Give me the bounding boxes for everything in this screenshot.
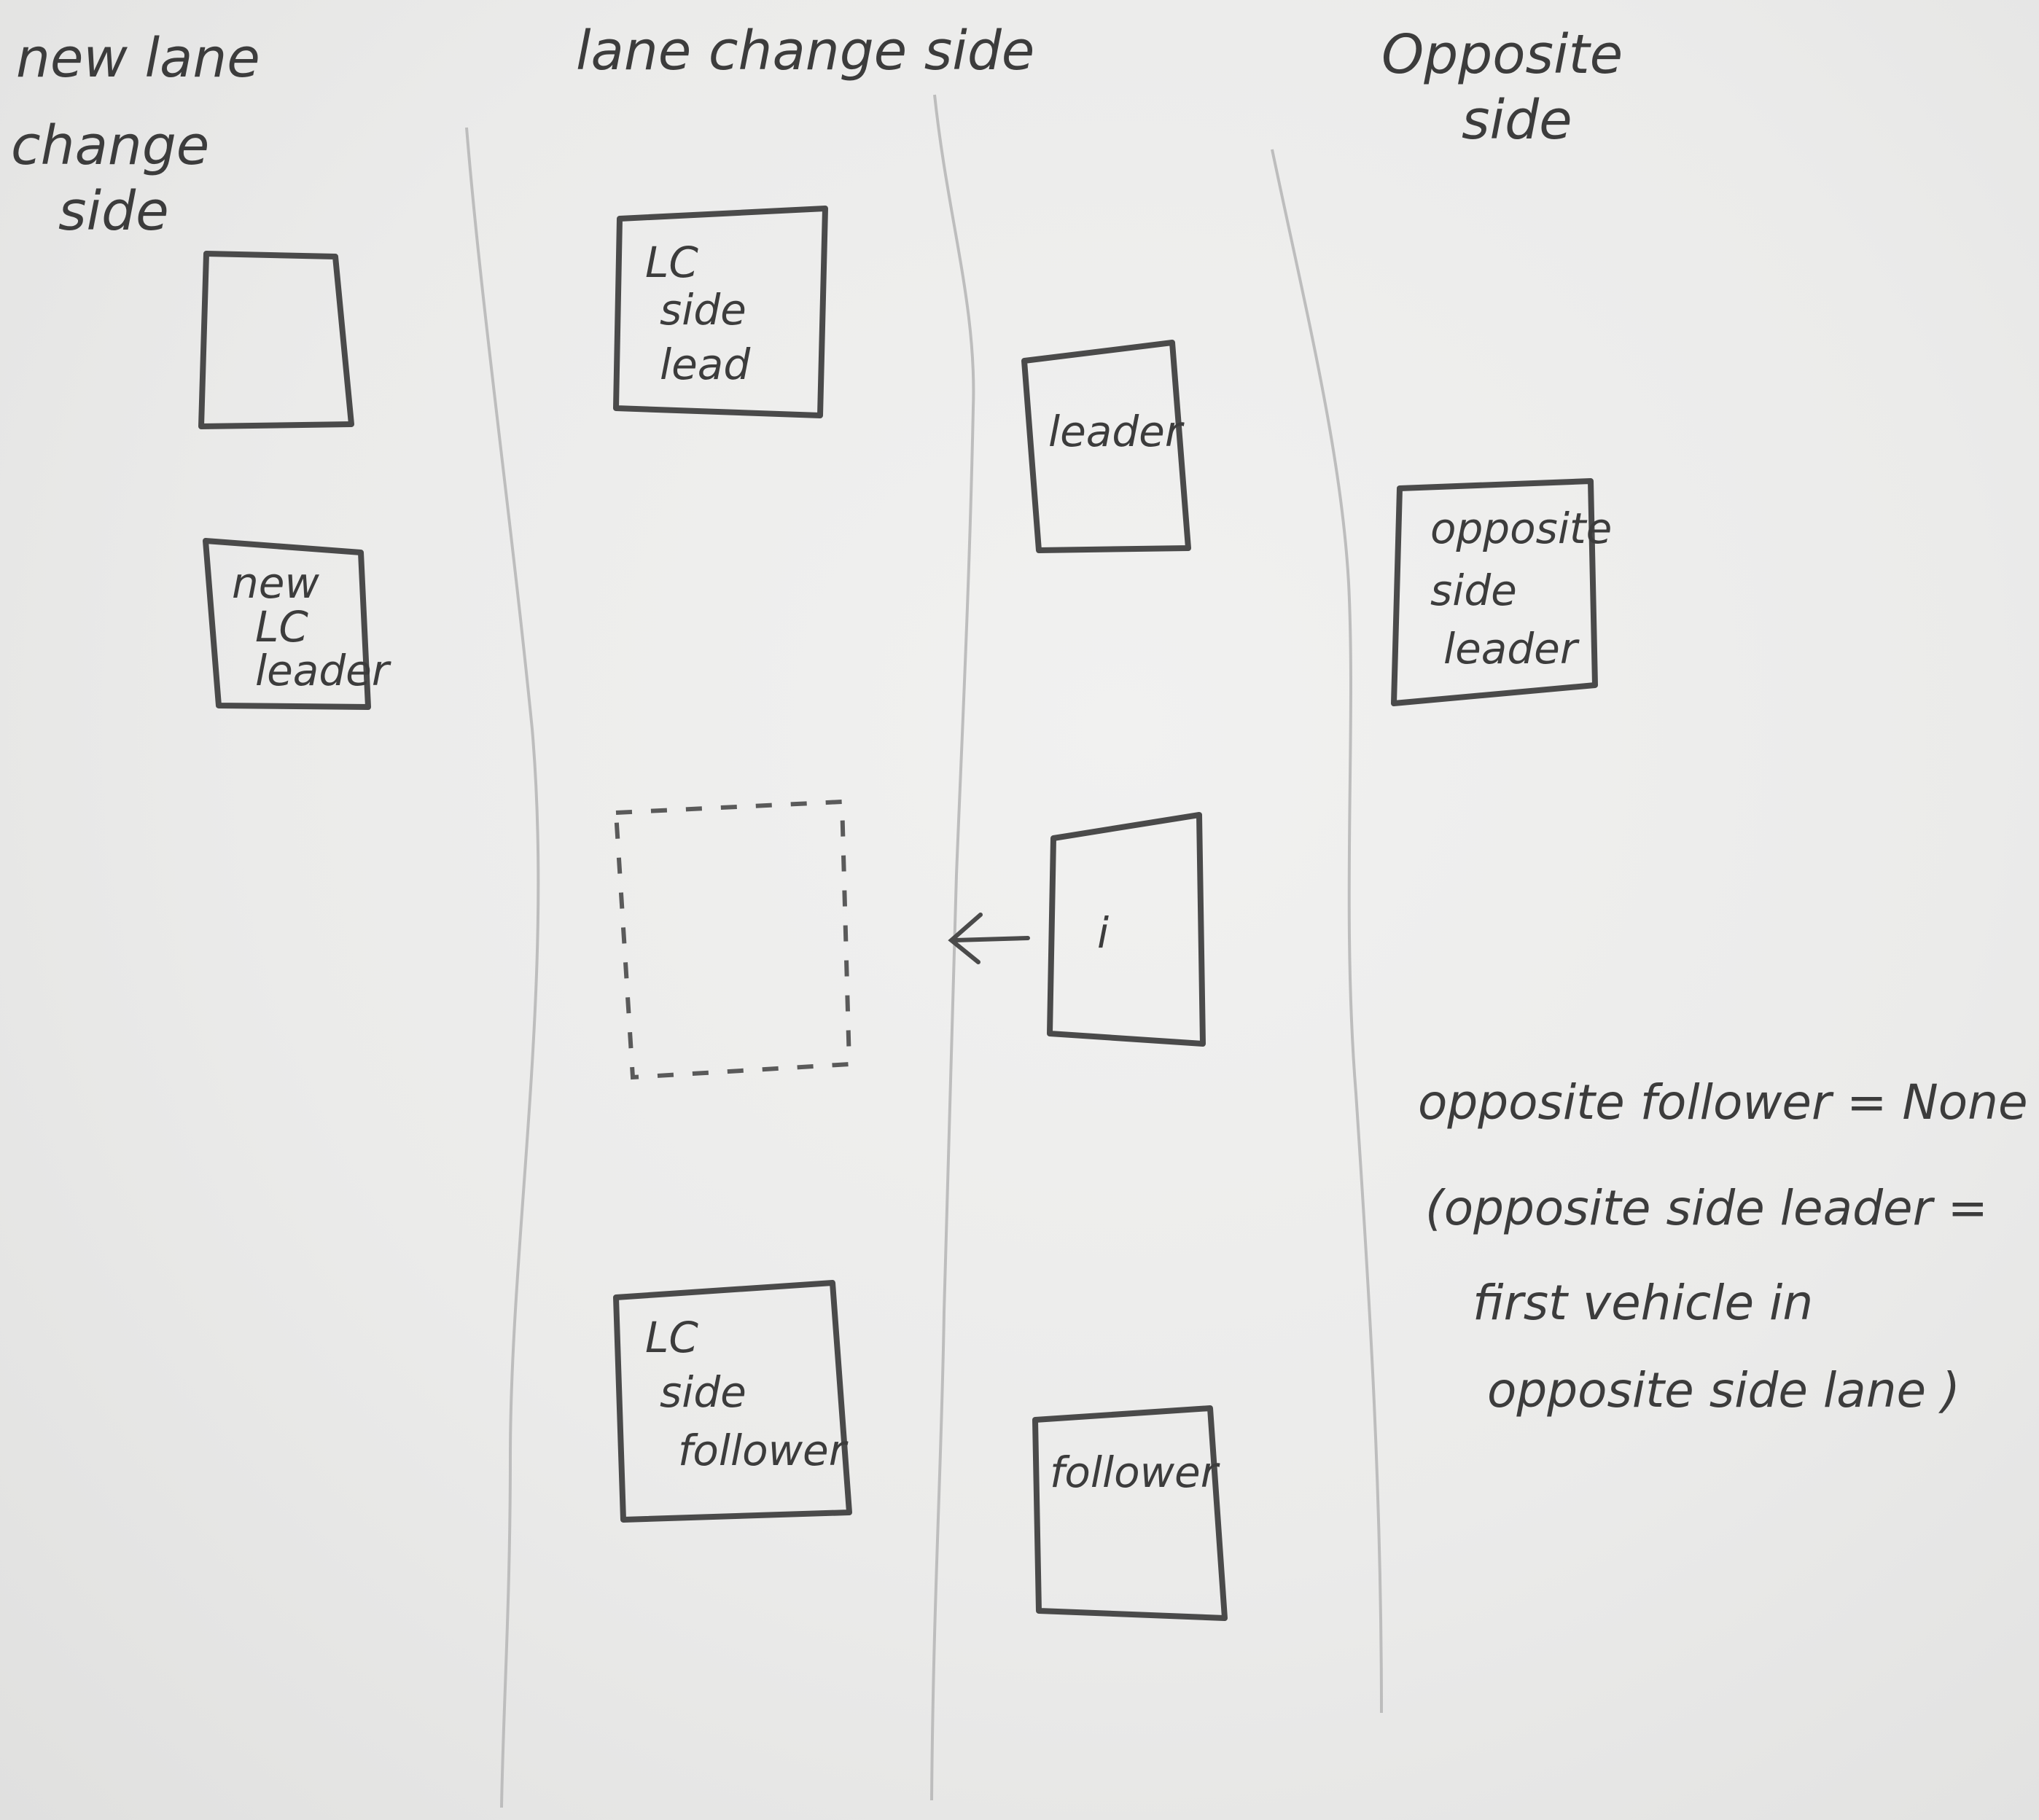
arrow-head bbox=[948, 913, 983, 964]
lane-boundary-left bbox=[465, 127, 540, 1808]
ego-label: i bbox=[1097, 908, 1109, 958]
header-new-lc-side-line-2: change bbox=[11, 114, 209, 177]
header-opposite-side: Opposite side bbox=[1381, 23, 1623, 152]
leader-box bbox=[1021, 340, 1191, 553]
follower-vehicle: follower bbox=[1032, 1405, 1228, 1621]
opposite-side-leader-label-2: side bbox=[1430, 566, 1517, 615]
opposite-side-leader-box bbox=[1391, 478, 1598, 706]
lc-side-follower-label-1: LC bbox=[645, 1313, 698, 1362]
leader-vehicle: leader bbox=[1021, 340, 1191, 553]
lc-side-lead-label-2: side bbox=[660, 285, 746, 335]
ghost-target-slot bbox=[613, 799, 852, 1080]
note-opposite-follower: opposite follower = None (opposite side … bbox=[1418, 1074, 2028, 1418]
lc-side-lead-label-3: lead bbox=[660, 340, 751, 389]
new-lc-leader-label-3: leader bbox=[255, 646, 391, 695]
header-opposite-side-line-1: Opposite bbox=[1381, 23, 1623, 86]
arrow-shaft bbox=[953, 936, 1030, 942]
opposite-side-leader-vehicle: opposite side leader bbox=[1391, 478, 1612, 706]
header-new-lc-side-line-1: new lane bbox=[16, 27, 260, 90]
note-line-2: (opposite side leader = bbox=[1425, 1180, 1988, 1236]
header-new-lc-side-line-3: side bbox=[58, 180, 169, 243]
lane-boundary-middle bbox=[930, 94, 975, 1801]
new-lc-leader-label-1: new bbox=[232, 558, 319, 608]
lc-side-lead-label-1: LC bbox=[645, 238, 698, 287]
ego-box bbox=[1047, 812, 1206, 1047]
new-lc-leader-box bbox=[203, 538, 371, 710]
note-line-1: opposite follower = None bbox=[1418, 1074, 2028, 1130]
header-lane-change-side: lane change side bbox=[576, 20, 1034, 82]
lc-side-follower-label-2: side bbox=[660, 1367, 746, 1417]
opposite-side-leader-label-1: opposite bbox=[1430, 504, 1612, 553]
lane-boundary-right bbox=[1271, 149, 1383, 1714]
ego-vehicle: i bbox=[1047, 812, 1206, 1047]
new-lc-side-top-vehicle bbox=[198, 251, 354, 429]
lc-side-follower-label-3: follower bbox=[678, 1426, 849, 1475]
opposite-side-leader-label-3: leader bbox=[1443, 624, 1580, 673]
lc-side-lead-box bbox=[613, 206, 828, 418]
new-lc-leader-label-2: LC bbox=[255, 602, 308, 652]
lc-side-follower-vehicle: LC side follower bbox=[613, 1280, 852, 1523]
note-line-3: first vehicle in bbox=[1473, 1275, 1813, 1331]
follower-label: follower bbox=[1050, 1448, 1220, 1497]
note-line-4: opposite side lane ) bbox=[1487, 1362, 1960, 1418]
new-lc-leader-vehicle: new LC leader bbox=[203, 538, 391, 710]
lc-side-lead-vehicle: LC side lead bbox=[613, 206, 828, 418]
lc-side-follower-box bbox=[613, 1280, 852, 1523]
header-new-lc-side: new lane change side bbox=[11, 27, 260, 243]
lane-change-arrow bbox=[948, 913, 1030, 964]
header-opposite-side-line-2: side bbox=[1462, 89, 1572, 152]
follower-box bbox=[1032, 1405, 1228, 1621]
leader-label: leader bbox=[1048, 407, 1185, 456]
